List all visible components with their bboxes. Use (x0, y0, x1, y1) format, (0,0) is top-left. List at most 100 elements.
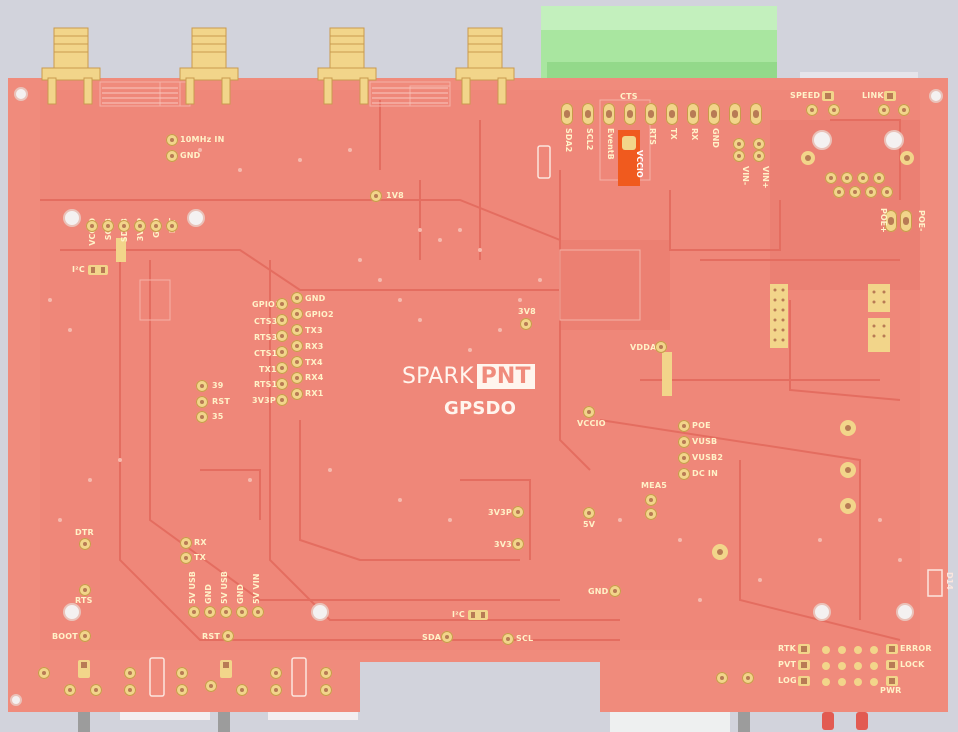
v3v3-pad[interactable] (512, 538, 524, 550)
power-pad-0[interactable] (678, 420, 690, 432)
rst-jumper[interactable] (220, 660, 232, 678)
sda-pad[interactable] (441, 631, 453, 643)
pin39-pad[interactable] (196, 380, 208, 392)
left-header-pin-3[interactable] (134, 220, 146, 232)
left-gpio-pad-2[interactable] (276, 330, 288, 342)
gnd-bottom-pad[interactable] (609, 585, 621, 597)
right-gpio-pad-5[interactable] (291, 372, 303, 384)
top-header-pin-0[interactable] (561, 103, 573, 125)
power-pad-1[interactable] (678, 436, 690, 448)
power-pad-3[interactable] (678, 468, 690, 480)
speed-jumper[interactable] (822, 91, 834, 101)
gnd-top-pad[interactable] (166, 150, 178, 162)
bottom-left-pad-11[interactable] (270, 684, 282, 696)
eth-pad-1[interactable] (825, 172, 837, 184)
left-header-pin-2[interactable] (118, 220, 130, 232)
bottom-header-pin-1[interactable] (204, 606, 216, 618)
right-gpio-pad-2[interactable] (291, 324, 303, 336)
left-gpio-pad-4[interactable] (276, 362, 288, 374)
bottom-left-pad-1[interactable] (38, 667, 50, 679)
bottom-left-pad-4[interactable] (124, 667, 136, 679)
top-header-pin-8[interactable] (729, 103, 741, 125)
link-pad-1[interactable] (878, 104, 890, 116)
top-header-pin-2[interactable] (603, 103, 615, 125)
log-jumper[interactable] (798, 676, 810, 686)
v3v3p-pad[interactable] (512, 506, 524, 518)
poe-minus-pad[interactable] (900, 210, 912, 232)
bottom-left-pad-2[interactable] (64, 684, 76, 696)
bottom-left-pad-6[interactable] (176, 667, 188, 679)
mea5-pad-2[interactable] (645, 508, 657, 520)
vdda-pad[interactable] (655, 341, 667, 353)
eth-pad-5[interactable] (833, 186, 845, 198)
mhz-in-pad[interactable] (166, 134, 178, 146)
bottom-right-pad-1[interactable] (716, 672, 728, 684)
vin-plus-pad-2[interactable] (753, 150, 765, 162)
v3v8-pad[interactable] (520, 318, 532, 330)
right-gpio-pad-6[interactable] (291, 388, 303, 400)
eth-pad-6[interactable] (849, 186, 861, 198)
power-pad-2[interactable] (678, 452, 690, 464)
boot-jumper[interactable] (78, 660, 90, 678)
top-header-pin-7[interactable] (708, 103, 720, 125)
rst39-pad[interactable] (196, 396, 208, 408)
top-header-pin-9[interactable] (750, 103, 762, 125)
right-gpio-pad-1[interactable] (291, 308, 303, 320)
bottom-left-pad-5[interactable] (124, 684, 136, 696)
error-jumper[interactable] (886, 644, 898, 654)
rts-left-pad[interactable] (79, 584, 91, 596)
right-gpio-pad-3[interactable] (291, 340, 303, 352)
eth-pad-2[interactable] (841, 172, 853, 184)
speed-pad-1[interactable] (806, 104, 818, 116)
bottom-left-pad-7[interactable] (176, 684, 188, 696)
bottom-header-pin-3[interactable] (236, 606, 248, 618)
left-gpio-pad-0[interactable] (276, 298, 288, 310)
bottom-header-pin-2[interactable] (220, 606, 232, 618)
bottom-left-pad-13[interactable] (320, 684, 332, 696)
tx-pad[interactable] (180, 552, 192, 564)
rtk-jumper[interactable] (798, 644, 810, 654)
left-gpio-pad-6[interactable] (276, 394, 288, 406)
left-header-pin-5[interactable] (166, 220, 178, 232)
v5v-pad[interactable] (583, 507, 595, 519)
eth-pad-4[interactable] (873, 172, 885, 184)
bottom-right-pad-2[interactable] (742, 672, 754, 684)
left-header-pin-1[interactable] (102, 220, 114, 232)
bottom-left-pad-10[interactable] (270, 667, 282, 679)
vccio-mid-pad[interactable] (583, 406, 595, 418)
left-gpio-pad-5[interactable] (276, 378, 288, 390)
link-jumper[interactable] (884, 91, 896, 101)
vin-minus-pad-1[interactable] (733, 138, 745, 150)
bottom-left-pad-9[interactable] (236, 684, 248, 696)
v1v8-pad[interactable] (370, 190, 382, 202)
rst-pad[interactable] (222, 630, 234, 642)
right-gpio-pad-0[interactable] (291, 292, 303, 304)
eth-pad-7[interactable] (865, 186, 877, 198)
link-pad-2[interactable] (898, 104, 910, 116)
boot-pad[interactable] (79, 630, 91, 642)
top-header-pin-6[interactable] (687, 103, 699, 125)
i2c-left-jumper[interactable] (88, 265, 108, 275)
rx-pad[interactable] (180, 537, 192, 549)
bottom-left-pad-3[interactable] (90, 684, 102, 696)
vin-minus-pad-2[interactable] (733, 150, 745, 162)
scl-pad[interactable] (502, 633, 514, 645)
poe-plus-pad[interactable] (885, 210, 897, 232)
left-gpio-pad-1[interactable] (276, 314, 288, 326)
pin35-pad[interactable] (196, 411, 208, 423)
bottom-header-pin-4[interactable] (252, 606, 264, 618)
bottom-left-pad-8[interactable] (205, 680, 217, 692)
lock-jumper[interactable] (886, 660, 898, 670)
left-gpio-pad-3[interactable] (276, 346, 288, 358)
top-header-pin-3[interactable] (624, 103, 636, 125)
eth-pad-8[interactable] (881, 186, 893, 198)
eth-pad-3[interactable] (857, 172, 869, 184)
top-header-pin-4[interactable] (645, 103, 657, 125)
pwr-jumper[interactable] (886, 676, 898, 686)
i2c-bottom-jumper[interactable] (468, 610, 488, 620)
bottom-left-pad-12[interactable] (320, 667, 332, 679)
mea5-pad-1[interactable] (645, 494, 657, 506)
left-header-pin-0[interactable] (86, 220, 98, 232)
top-header-pin-5[interactable] (666, 103, 678, 125)
dtr-pad[interactable] (79, 538, 91, 550)
